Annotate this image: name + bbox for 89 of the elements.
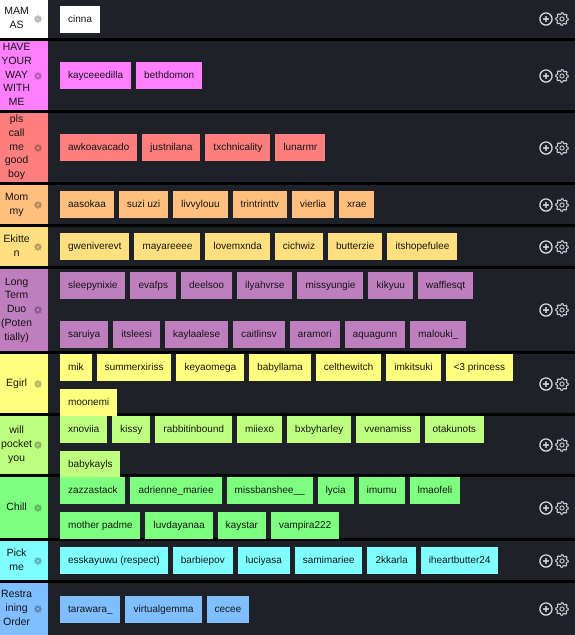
name-tag: cinna [60, 6, 100, 32]
name-tag: mother padme [60, 512, 140, 539]
tier-row [0, 269, 575, 351]
tier-name: Chill [5, 500, 28, 514]
name-tag: luvdayanaa [145, 512, 213, 539]
tier-row [0, 477, 575, 538]
name-tag: aramori [290, 320, 340, 348]
name-tag: kayceeedilla [60, 62, 132, 89]
tier-row [0, 185, 575, 224]
name-tag: luciyasa [238, 547, 290, 574]
name-tag: missyungie [297, 272, 364, 300]
name-tag: adrienne_mariee [130, 477, 222, 504]
name-tag: kaylaalese [164, 320, 228, 348]
name-tag: cecee [206, 596, 250, 622]
name-tag: aquagunn [344, 320, 406, 348]
name-tag: summerxiriss [96, 354, 172, 381]
name-tag: gweniverevt [60, 233, 130, 260]
name-tag: zazzastack [60, 477, 126, 504]
name-tag: ilyahvrse [236, 272, 292, 300]
name-tag: imumu [358, 477, 405, 504]
name-tag: justnilana [142, 134, 200, 161]
name-tag: imkitsuki [386, 354, 441, 381]
tier-name: Egirl [4, 376, 28, 390]
name-tag: suzi uzi [118, 191, 168, 218]
name-tag: lovemxnda [205, 233, 270, 260]
name-tag: butterzie [328, 233, 382, 260]
name-tag: kaystar [218, 512, 266, 539]
name-tag: itsleesi [113, 320, 160, 348]
name-tag: saruiya [60, 320, 108, 348]
name-tag: sleepynixie [60, 272, 126, 300]
tier-row [0, 416, 575, 474]
name-tag: kissy [112, 416, 150, 443]
tier-row [0, 113, 575, 182]
name-tag: malouki_ [410, 320, 466, 348]
name-tag: 2kkarla [367, 547, 416, 574]
name-tag: bethdomon [136, 62, 202, 89]
name-tag: itshopefulee [387, 233, 458, 260]
name-tag: xnoviia [60, 416, 108, 443]
tier-row [0, 41, 575, 110]
name-tag: keyaomega [176, 354, 244, 381]
name-tag: lycia [318, 477, 354, 504]
tier-row [0, 354, 575, 413]
tier-name: Restraining Order [1, 588, 32, 630]
name-tag: miiexo [236, 416, 282, 443]
tier-row [0, 541, 575, 580]
name-tag: caitlinsv [233, 320, 285, 348]
tier-name: Pick me [6, 546, 28, 574]
name-tag: missbanshee__ [226, 477, 313, 504]
name-tag: vvenamiss [356, 416, 420, 443]
name-tag: celthewitch [316, 354, 382, 381]
name-tag: trintrinttv [232, 191, 287, 218]
name-tag: rabbitinbound [155, 416, 232, 443]
name-tag: vampira222 [270, 512, 340, 539]
name-tag: bxbyharley [286, 416, 352, 443]
name-tag: iheartbutter24 [420, 547, 498, 574]
name-tag: wafflesqt [418, 272, 474, 300]
name-tag: txchnicality [205, 134, 270, 161]
name-tag: mik [60, 354, 92, 381]
name-tag: cichwiz [274, 233, 323, 260]
name-tag: samimariee [294, 547, 362, 574]
name-tag: aasokaa [60, 191, 114, 218]
tier-row [0, 227, 575, 266]
name-tag: virtualgemma [125, 596, 202, 622]
name-tag: barbiepov [172, 547, 233, 574]
tier-row [0, 583, 575, 635]
name-tag: kikyuu [368, 272, 413, 300]
tier-row [0, 0, 575, 38]
tier-name: will pocket you [1, 424, 32, 466]
name-tag: livvylouu [173, 191, 228, 218]
name-tag: xrae [339, 191, 374, 218]
name-tag: awkoavacado [60, 134, 138, 161]
name-tag: esskayuwu (respect) [60, 547, 168, 574]
tier-name: Long Term Duo (Potentially) [1, 276, 32, 344]
name-tag: tarawara_ [60, 596, 120, 622]
name-tag: otakunots [424, 416, 484, 443]
name-tag: evafps [130, 272, 176, 300]
name-tag: lunarmr [275, 134, 326, 161]
name-tag: <3 princess [446, 354, 513, 381]
tier-name: Ekitten [2, 232, 31, 260]
tier-name: Mommy [4, 190, 30, 218]
tier-name: MAMAS [3, 5, 30, 33]
name-tag: vierlia [292, 191, 334, 218]
name-tag: babykayls [60, 451, 120, 478]
tier-name: pls call me good boy [4, 113, 30, 182]
name-tag: deelsoo [180, 272, 232, 300]
name-tag: babyllama [249, 354, 311, 381]
name-tag: moonemi [60, 389, 118, 416]
name-tag: mayareeee [134, 233, 200, 260]
name-tag: lmaofeli [410, 477, 460, 504]
